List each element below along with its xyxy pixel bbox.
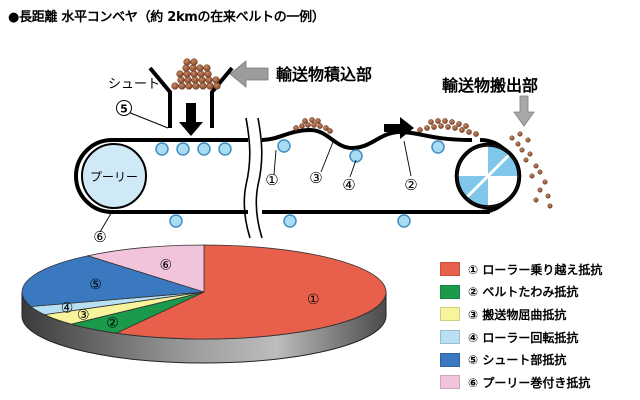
- return-rollers: [169, 214, 411, 228]
- legend-item: ③ 搬送物屈曲抵抗: [440, 303, 635, 326]
- page-title: ●長距離 水平コンベヤ（約 2kmの在来ベルトの一例）: [8, 10, 325, 25]
- pie-slice-5: [21, 255, 205, 307]
- legend-label: ④ ローラー回転抵抗: [468, 330, 579, 345]
- carry-rollers: [155, 139, 445, 163]
- belt-top-sag: [261, 127, 473, 151]
- pie-label-3: ③: [77, 308, 90, 324]
- marker-1: ①: [265, 171, 278, 189]
- loading-label: 輸送物積込部: [276, 65, 372, 84]
- material-on-belt: [293, 117, 479, 137]
- legend-item: ④ ローラー回転抵抗: [440, 326, 635, 349]
- pie-label-6: ⑥: [160, 258, 173, 274]
- legend-swatch: [440, 307, 460, 322]
- belt-break: [243, 117, 263, 239]
- conveyor-diagram: 5 ① ③ ④ ② ⑥ シュート 輸送物積込部 輸送物搬出部 プーリー: [74, 58, 553, 246]
- pie-label-5: ⑤: [89, 277, 102, 293]
- chute-label: シュート: [108, 77, 160, 92]
- direction-arrow-icon: [384, 117, 414, 139]
- pie-label-2: ②: [106, 316, 119, 332]
- svg-text:5: 5: [120, 103, 128, 116]
- legend-item: ⑥ プーリー巻付き抵抗: [440, 371, 635, 394]
- pie-label-4: ④: [61, 300, 74, 316]
- legend-swatch: [440, 375, 460, 390]
- material-discharge: [509, 131, 553, 209]
- pulley-left: [74, 138, 147, 214]
- unloading-arrow-icon: [513, 95, 535, 127]
- marker-6: ⑥: [93, 228, 106, 246]
- legend-swatch: [440, 262, 460, 277]
- loading-arrow-icon: [229, 60, 269, 88]
- legend-item: ① ローラー乗り越え抵抗: [440, 258, 635, 281]
- legend-swatch: [440, 330, 460, 345]
- pie-slice-1: [114, 244, 387, 340]
- legend-label: ② ベルトたわみ抵抗: [468, 285, 579, 300]
- legend-label: ⑤ シュート部抵抗: [468, 353, 567, 368]
- material-pile-loading: [171, 58, 221, 90]
- chute: [148, 66, 234, 128]
- legend-label: ① ローラー乗り越え抵抗: [468, 262, 603, 277]
- legend: ① ローラー乗り越え抵抗 ② ベルトたわみ抵抗 ③ 搬送物屈曲抵抗 ④ ローラー回転抵…: [440, 258, 635, 394]
- legend-item: ② ベルトたわみ抵抗: [440, 281, 635, 304]
- marker-4: ④: [342, 176, 355, 194]
- down-arrow-icon: [179, 103, 203, 136]
- marker-3: ③: [309, 169, 322, 187]
- pie-label-1: ①: [307, 292, 320, 308]
- legend-item: ⑤ シュート部抵抗: [440, 348, 635, 371]
- legend-label: ⑥ プーリー巻付き抵抗: [468, 375, 591, 390]
- pulley-label: プーリー: [90, 170, 138, 184]
- marker-5: 5: [116, 100, 132, 116]
- pulley-right: [454, 138, 522, 214]
- pie-slice-6: [86, 244, 205, 293]
- unloading-label: 輸送物搬出部: [442, 76, 538, 95]
- legend-swatch: [440, 352, 460, 367]
- legend-label: ③ 搬送物屈曲抵抗: [468, 307, 567, 322]
- marker-2: ②: [404, 176, 417, 194]
- legend-swatch: [440, 284, 460, 299]
